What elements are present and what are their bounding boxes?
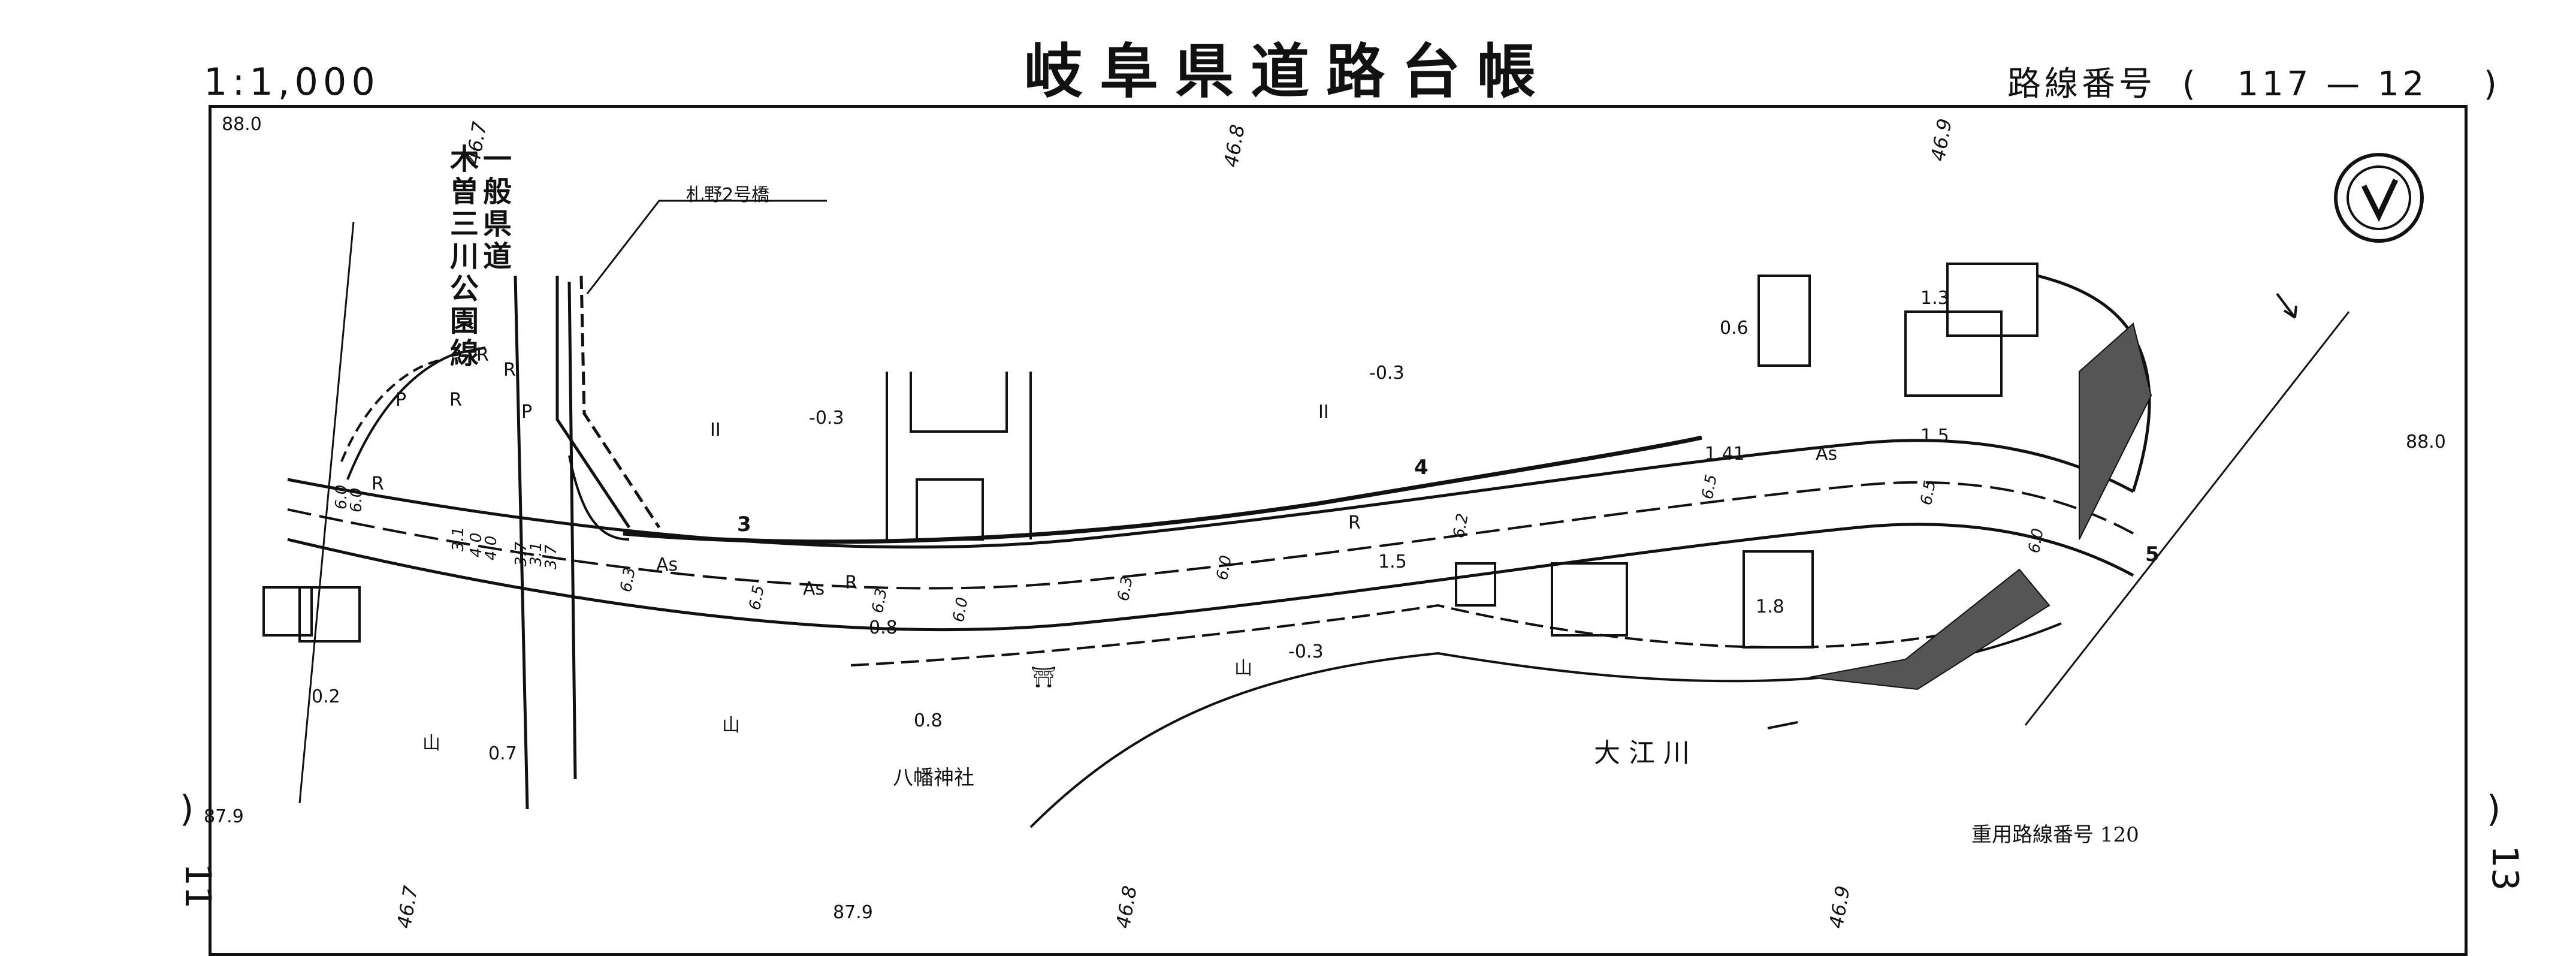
left-page-number: 11 — [177, 863, 219, 909]
branch-road-west — [514, 275, 529, 810]
left-boundary — [298, 221, 355, 804]
road-north-edge — [287, 439, 2134, 549]
branch-road-east — [567, 281, 577, 780]
north-arrow-mark — [2361, 179, 2399, 222]
paddy-symbol-1: II — [710, 420, 721, 441]
shrine-label: 八幡神社 — [893, 766, 974, 790]
building-9 — [1946, 263, 2039, 337]
overlap-route-label: 重用路線番号 120 — [1971, 823, 2139, 847]
building-5 — [1743, 550, 1814, 649]
road-center — [287, 481, 2134, 590]
label-r-4: R — [845, 572, 857, 593]
building-court — [886, 372, 1032, 539]
north-arrow-inner — [2347, 165, 2411, 230]
paddy-symbol-2: II — [1318, 402, 1329, 423]
label-p-2: P — [521, 402, 533, 423]
width-16: 3.7 — [542, 544, 560, 569]
route-value: 117 — 12 — [2237, 65, 2428, 104]
river-bank-south — [1029, 622, 2062, 828]
elevation-12: 0.2 — [312, 686, 340, 707]
elevation-2: -0.3 — [1369, 363, 1405, 384]
page-title: 岐阜県道路台帳 — [1023, 38, 1553, 106]
road-south-edge — [287, 523, 2134, 631]
bridge-leader — [586, 200, 827, 294]
elevation-8: 1.8 — [1756, 596, 1784, 617]
elevation-4: 1.3 — [1920, 288, 1949, 309]
bridge-left — [555, 276, 631, 529]
slope-right — [2079, 322, 2152, 540]
elevation-11: 0.8 — [914, 710, 943, 731]
prefectural-road-line2: 木曽三川公園線 — [445, 144, 478, 370]
elevation-13: 0.7 — [488, 743, 517, 764]
field-symbol-1: 山 — [722, 715, 740, 736]
grid-value-8: 87.9 — [833, 902, 873, 923]
right-paren: ) — [2487, 788, 2501, 830]
building-6 — [262, 586, 313, 637]
elevation-6: 1.41 — [1705, 444, 1745, 465]
section-number-3: 3 — [737, 512, 751, 536]
surface-as-1: As — [656, 554, 678, 575]
right-page-number: 13 — [2484, 845, 2526, 891]
building-8 — [1904, 310, 2003, 397]
building-2 — [1551, 562, 1628, 637]
field-symbol-3: 山 — [422, 733, 440, 754]
building-3 — [1455, 562, 1496, 607]
width-14: 4.0 — [482, 535, 500, 560]
flow-arrow-1 — [2276, 292, 2297, 319]
elevation-1: -0.3 — [809, 408, 844, 429]
label-r-6: R — [503, 360, 516, 381]
left-road-curve — [346, 346, 486, 480]
prefectural-road-line1: 一般県道 — [478, 144, 511, 273]
field-symbol-2: 山 — [1234, 658, 1252, 679]
building-1 — [916, 478, 984, 541]
label-r-5: R — [1348, 512, 1361, 533]
left-paren: ) — [180, 788, 194, 830]
grid-value-5: 88.0 — [2406, 432, 2446, 453]
route-number: 路線番号 ( 117 — 12 ) — [2007, 57, 2500, 105]
label-r-2: R — [449, 390, 462, 411]
river-bank-north — [850, 604, 2038, 667]
right-boundary — [2024, 311, 2350, 726]
north-arrow-outer — [2334, 153, 2424, 243]
route-open: ( — [2182, 65, 2199, 104]
flow-arrow-2 — [1767, 721, 1798, 729]
label-r-1: R — [476, 345, 489, 366]
river-label: 大江川 — [1594, 738, 1698, 768]
grid-value-1: 88.0 — [222, 114, 262, 135]
width-18: 6.0 — [348, 487, 366, 512]
route-close: ) — [2484, 65, 2500, 104]
label-p-1: P — [395, 390, 407, 411]
building-4 — [1757, 275, 1811, 367]
shrine-symbol: ⛩ — [1031, 665, 1057, 689]
section-number-5: 5 — [2145, 542, 2160, 566]
elevation-7: 1.5 — [1378, 551, 1407, 572]
slope-bottom — [1809, 568, 2050, 690]
surface-as-2: As — [803, 578, 825, 599]
route-label: 路線番号 — [2007, 65, 2156, 104]
left-loop — [340, 358, 444, 462]
label-r-3: R — [372, 474, 384, 494]
scale-label: 1:1,000 — [204, 60, 380, 104]
branch-curve — [568, 455, 630, 541]
grid-value-6: 87.9 — [204, 806, 244, 827]
building-7 — [298, 586, 361, 643]
surface-as-3: As — [1816, 444, 1838, 465]
elevation-9: -0.3 — [1288, 641, 1324, 662]
elevation-5: 1.5 — [1920, 426, 1949, 447]
elevation-3: 0.6 — [1720, 318, 1748, 339]
bridge-right — [579, 275, 661, 529]
bridge-label: 札野2号橋 — [686, 185, 770, 206]
section-number-4: 4 — [1414, 456, 1429, 479]
elevation-10: 0.8 — [869, 617, 898, 638]
width-12: 3.1 — [449, 526, 467, 551]
road-north-wall — [623, 435, 1702, 544]
